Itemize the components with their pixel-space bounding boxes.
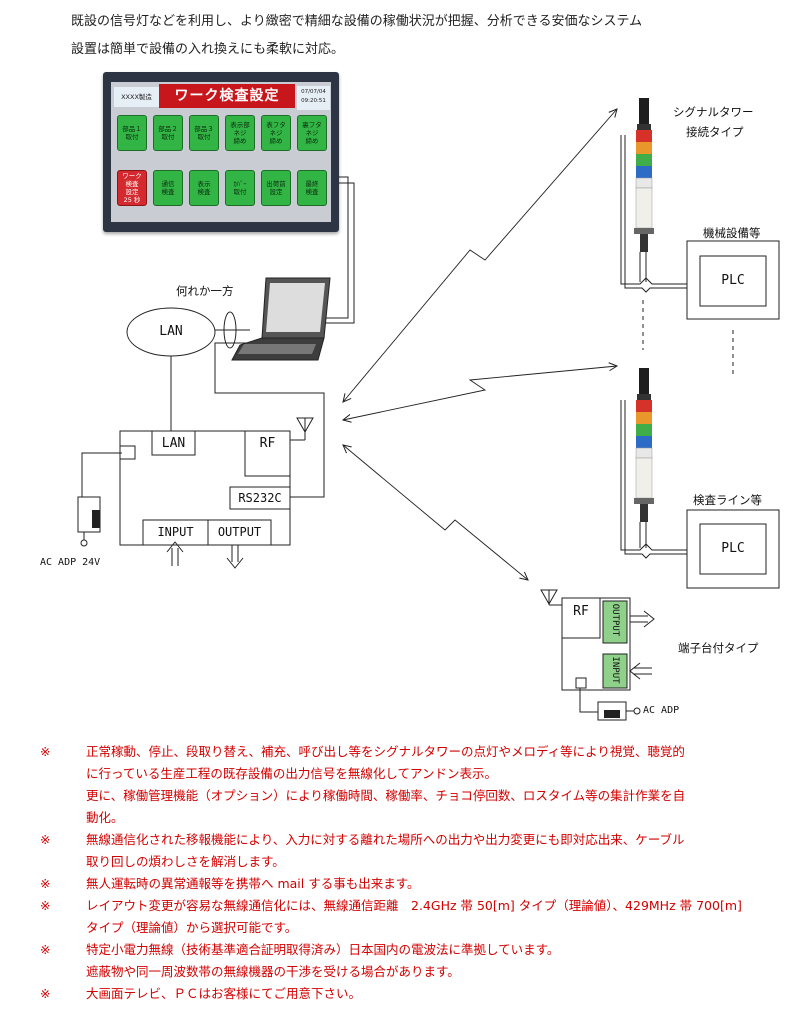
system-diagram: [77, 98, 780, 721]
unit-input-label: INPUT: [157, 525, 194, 539]
note-item: ※ 無線通信化された移報機能により、入力に対する離れた場所への出力や出力変更にも即…: [40, 829, 780, 873]
plc-bottom-box: [699, 523, 767, 575]
wireless-link-terminal: [343, 445, 528, 580]
inspection-line-label: 検査ライン等: [693, 493, 762, 507]
wireless-link-tower-2: [343, 366, 617, 420]
note-line: 特定小電力無線（技術基準適合証明取得済み）日本国内の電波法に準拠しています。: [86, 942, 560, 957]
note-mark: ※: [40, 942, 51, 957]
intro-line-2: 設置は簡単で設備の入れ換えにも柔軟に対応。: [71, 42, 345, 57]
note-line: 取り回しの煩わしさを解消します。: [86, 854, 285, 869]
note-item: ※ 特定小電力無線（技術基準適合証明取得済み）日本国内の電波法に準拠しています。遮…: [40, 939, 780, 983]
terminal-unit: [540, 589, 655, 721]
note-mark: ※: [40, 744, 51, 759]
unit-rf-label: RF: [259, 436, 276, 451]
display-tile[interactable]: 表示検査: [189, 170, 219, 206]
note-line: レイアウト変更が容易な無線通信化には、無線通信距離 2.4GHz 帯 50[m]…: [86, 898, 742, 913]
note-line: 無線通信化された移報機能により、入力に対する離れた場所への出力や出力変更にも即対…: [86, 832, 685, 847]
ac-adp-label: AC ADP: [643, 705, 680, 716]
intro-line-1: 既設の信号灯などを利用し、より緻密で精細な設備の稼働状況が把握、分析できる安価な…: [71, 14, 643, 29]
terminal-input-label: INPUT: [610, 656, 620, 684]
display-tile[interactable]: 最終検査: [297, 170, 327, 206]
output-arrow-icon: [226, 545, 244, 569]
main-antenna-icon: [290, 417, 314, 441]
either-one-bracket: [223, 311, 237, 349]
terminal-rf-label: RF: [573, 604, 589, 619]
note-line: 正常稼動、停止、段取り替え、補充、呼び出し等をシグナルタワーの点灯やメロディ等に…: [86, 744, 685, 759]
signal-tower-type-label: 接続タイプ: [686, 125, 744, 139]
terminal-type-label: 端子台付タイプ: [678, 641, 759, 655]
note-mark: ※: [40, 986, 51, 1001]
display-tile[interactable]: 出荷前設定: [261, 170, 291, 206]
terminal-input-arrow-icon: [629, 662, 652, 680]
wireless-link-tower-1: [343, 109, 617, 402]
note-line: に行っている生産工程の既存設備の出力信号を無線化してアンドン表示。: [86, 766, 498, 781]
unit-rs232c-label: RS232C: [238, 491, 282, 505]
note-mark: ※: [40, 832, 51, 847]
note-item: ※ 大画面テレビ、ＰＣはお客様にてご用意下さい。: [40, 983, 780, 1005]
note-line: 無人運転時の異常通報等を携帯へ mail する事も出来ます。: [86, 876, 420, 891]
signal-tower-1-icon: [634, 98, 654, 252]
plc-top-box: [699, 255, 767, 307]
terminal-output-label: OUTPUT: [610, 603, 620, 637]
signal-tower-label: シグナルタワー: [673, 105, 754, 119]
display-title: ワーク検査設定: [159, 84, 295, 108]
rs232c-cable: [214, 342, 325, 498]
signal-tower-2-icon: [634, 368, 654, 522]
note-line: 遮蔽物や同一周波数帯の無線機器の干渉を受ける場合があります。: [86, 964, 460, 979]
display-maker-label: XXXX製造: [114, 87, 159, 107]
laptop-icon: [231, 277, 331, 361]
note-item: ※ 正常稼動、停止、段取り替え、補充、呼び出し等をシグナルタワーの点灯やメロディ等…: [40, 741, 780, 829]
unit-output-label: OUTPUT: [217, 525, 262, 539]
display-tile[interactable]: 表フタネジ締め: [261, 115, 291, 151]
lan-cloud-label: LAN: [159, 324, 183, 339]
note-line: 動化。: [86, 810, 124, 825]
terminal-output-arrow-icon: [630, 610, 655, 628]
note-line: タイプ（理論値）から選択可能です。: [86, 920, 298, 935]
note-item: ※ レイアウト変更が容易な無線通信化には、無線通信距離 2.4GHz 帯 50[m…: [40, 895, 780, 939]
ac-adapter-24v-icon: [77, 496, 101, 547]
plc-bottom-label: PLC: [721, 541, 745, 556]
note-line: 更に、稼働管理機能（オプション）により稼働時間、稼働率、チョコ停回数、ロスタイム…: [86, 788, 686, 803]
display-tile[interactable]: 通信検査: [153, 170, 183, 206]
ac-adapter-icon: [597, 701, 641, 721]
unit-lan-label: LAN: [161, 436, 186, 451]
note-mark: ※: [40, 876, 51, 891]
input-arrow-icon: [166, 541, 184, 566]
display-tile[interactable]: ｶﾊﾞｰ取付: [225, 170, 255, 206]
display-tile[interactable]: 裏フタネジ締め: [297, 115, 327, 151]
note-line: 大画面テレビ、ＰＣはお客様にてご用意下さい。: [86, 986, 362, 1001]
plc-top-label: PLC: [721, 273, 745, 288]
display-time: 09:20:51: [301, 98, 326, 104]
machine-equipment-label: 機械設備等: [703, 226, 761, 240]
display-tile[interactable]: 表示部ネジ締め: [225, 115, 255, 151]
display-clock: 07/07/04 09:20:51: [297, 86, 330, 110]
ac-adp-24v-label: AC ADP 24V: [40, 557, 101, 568]
notes-list: ※ 正常稼動、停止、段取り替え、補充、呼び出し等をシグナルタワーの点灯やメロディ等…: [40, 741, 780, 1005]
note-item: ※ 無人運転時の異常通報等を携帯へ mail する事も出来ます。: [40, 873, 780, 895]
display-date: 07/07/04: [301, 89, 326, 95]
either-one-label: 何れか一方: [176, 284, 234, 298]
note-mark: ※: [40, 898, 51, 913]
